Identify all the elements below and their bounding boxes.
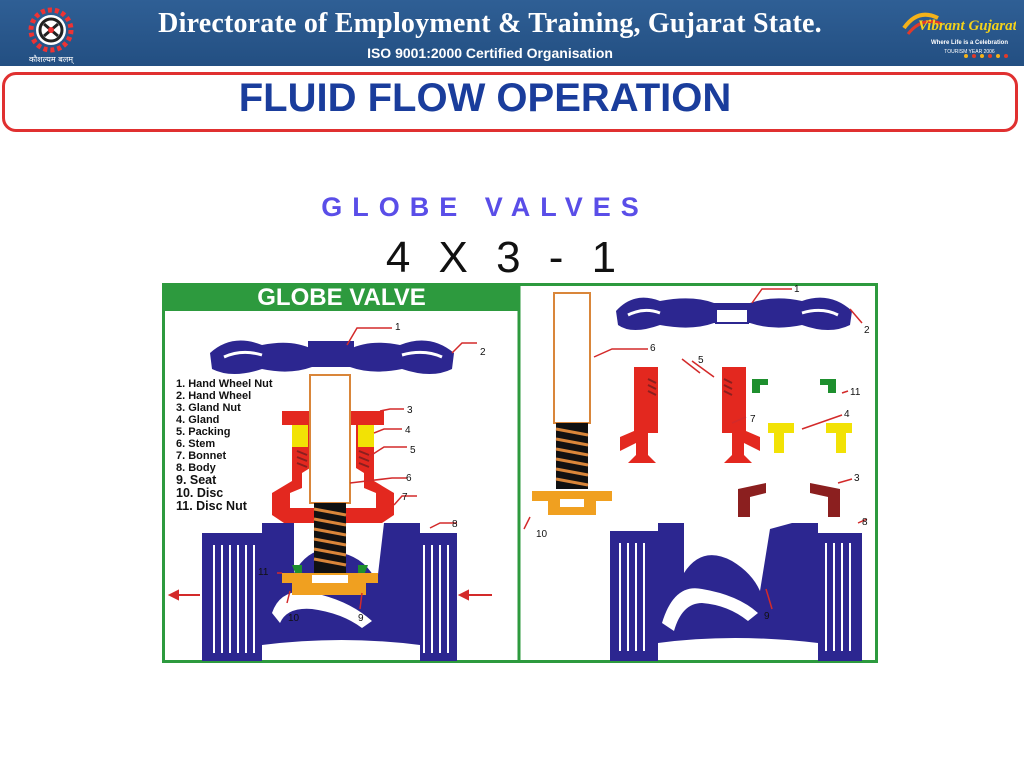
svg-text:3: 3 [407, 405, 413, 416]
svg-text:10: 10 [288, 613, 300, 624]
emblem-caption: कौशल्यम बलम् [28, 55, 74, 64]
svg-text:6: 6 [406, 473, 412, 484]
svg-text:8: 8 [862, 517, 868, 528]
packing-assembled [296, 450, 370, 468]
svg-text:8: 8 [452, 519, 458, 530]
part-item: 1. Hand Wheel Nut [176, 378, 273, 390]
vibrant-gujarat-tagline: Where Life is a Celebration [930, 40, 1009, 46]
part-item: 8. Body [176, 462, 216, 474]
header-banner: कौशल्यम बलम् Directorate of Employment &… [0, 0, 1024, 66]
lesson-code: 4 X 3 - 1 [385, 233, 625, 282]
slide-title: FLUID FLOW OPERATION [238, 76, 732, 120]
parts-legend: 1. Hand Wheel Nut 2. Hand Wheel 3. Gland… [176, 378, 273, 513]
certification-subtitle: ISO 9001:2000 Certified Organisation [367, 45, 613, 61]
svg-text:9: 9 [358, 613, 364, 624]
vibrant-gujarat-brand: Vibrant Gujarat [918, 18, 1016, 34]
stem-exploded [532, 292, 612, 515]
part-item: 7. Bonnet [176, 450, 227, 462]
svg-text:9: 9 [764, 611, 770, 622]
part-item: 9. Seat [176, 473, 217, 487]
disc-nut-exploded [752, 379, 836, 393]
title-frame [2, 72, 1018, 132]
globe-valve-diagram: 1 2 3 4 5 6 7 8 9 10 11 [162, 283, 878, 663]
vibrant-gujarat-logo: Vibrant Gujarat [902, 12, 1016, 58]
svg-text:6: 6 [650, 343, 656, 354]
gland-nut-exploded [738, 483, 840, 517]
slide-subtitle: GLOBE VALVES [321, 192, 649, 222]
svg-text:1: 1 [395, 322, 401, 333]
svg-text:3: 3 [854, 473, 860, 484]
svg-text:10: 10 [536, 529, 548, 540]
organisation-title: Directorate of Employment & Training, Gu… [158, 8, 822, 39]
valve-body-exploded [610, 523, 862, 661]
svg-text:5: 5 [410, 445, 416, 456]
svg-text:11: 11 [258, 567, 269, 578]
svg-text:7: 7 [750, 414, 756, 425]
svg-text:4: 4 [844, 409, 850, 420]
part-item: 11. Disc Nut [176, 499, 247, 513]
svg-text:4: 4 [405, 425, 411, 436]
svg-text:5: 5 [698, 355, 704, 366]
part-item: 3. Gland Nut [176, 402, 241, 414]
part-item: 4. Gland [176, 414, 220, 426]
panel-title: GLOBE VALVE [165, 285, 518, 311]
svg-text:2: 2 [480, 347, 486, 358]
svg-text:1: 1 [794, 284, 800, 295]
part-item: 5. Packing [176, 426, 231, 438]
svg-text:7: 7 [402, 492, 408, 503]
flow-arrows [167, 589, 492, 601]
gland-exploded [768, 423, 852, 453]
svg-text:11: 11 [850, 387, 861, 398]
emblem-gear-icon [28, 7, 74, 53]
stem-assembled [309, 374, 351, 504]
part-item: 10. Disc [176, 486, 224, 500]
bonnet-assembled [272, 423, 394, 523]
packing-exploded [647, 378, 733, 396]
gland-assembled [292, 425, 308, 447]
part-item: 6. Stem [176, 438, 216, 450]
disc-assembled [282, 573, 378, 595]
part-item: 2. Hand Wheel [176, 390, 252, 402]
svg-text:2: 2 [864, 325, 870, 336]
hand-wheel-assembled [210, 340, 454, 374]
vibrant-gujarat-year: TOURISM YEAR 2006 [944, 49, 995, 55]
